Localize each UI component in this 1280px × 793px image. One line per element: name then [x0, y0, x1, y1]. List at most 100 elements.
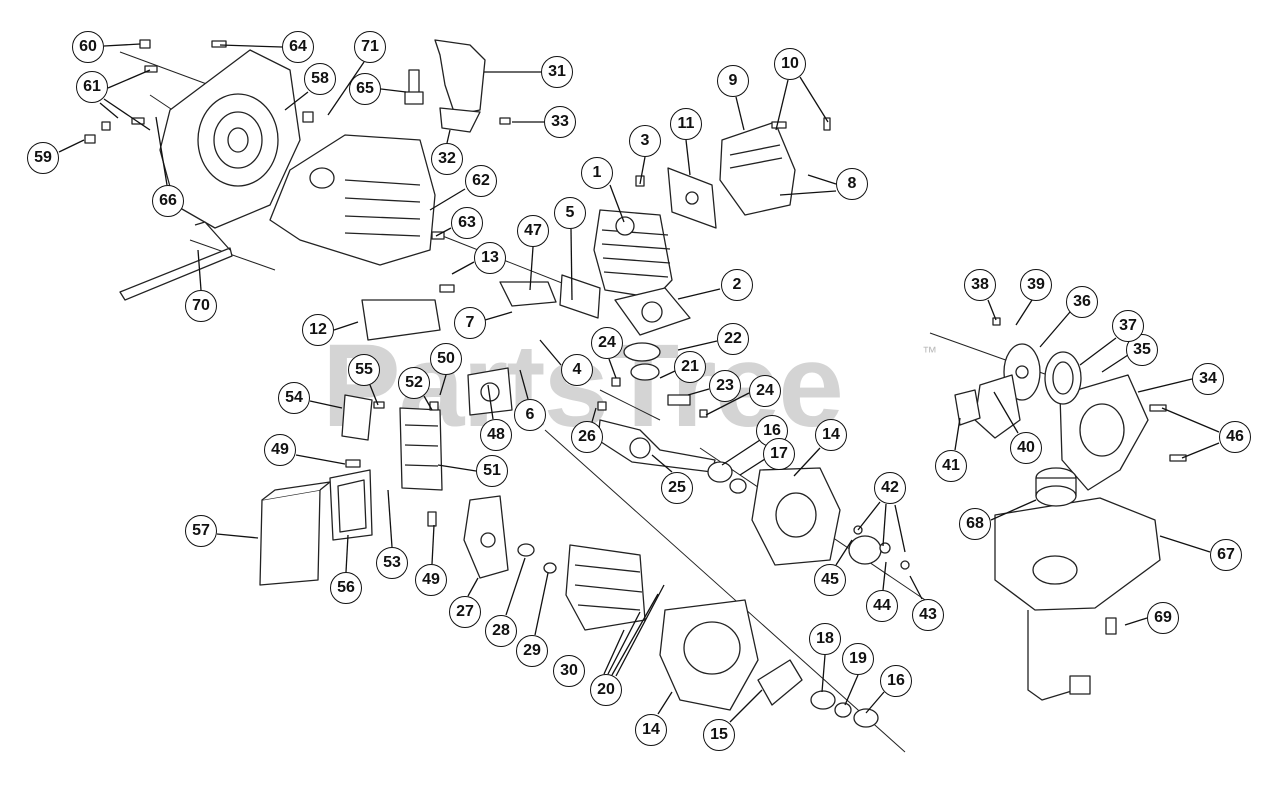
leader-line — [1161, 407, 1220, 433]
callout-c32: 32 — [431, 143, 463, 175]
leader-line — [954, 417, 961, 451]
leader-line — [1124, 617, 1148, 626]
retainer-clip — [757, 659, 803, 706]
leader-line — [216, 533, 259, 539]
callout-c51: 51 — [476, 455, 508, 487]
leader-line — [657, 691, 673, 715]
leader-line — [1101, 354, 1129, 373]
callout-c16b: 16 — [880, 665, 912, 697]
leader-line — [446, 129, 451, 144]
flywheel — [463, 495, 509, 579]
callout-c36: 36 — [1066, 286, 1098, 318]
muffler-gasket — [667, 167, 717, 229]
callout-c66: 66 — [152, 185, 184, 217]
callout-c27: 27 — [449, 596, 481, 628]
leader-line — [155, 116, 168, 186]
ignition-coil — [565, 544, 646, 631]
leader-line — [1181, 442, 1220, 459]
callout-c39: 39 — [1020, 269, 1052, 301]
leader-line — [58, 139, 85, 153]
callout-c57: 57 — [185, 515, 217, 547]
leader-line — [309, 400, 343, 409]
fan-washer — [517, 543, 557, 574]
leader-line — [439, 374, 447, 396]
leader-line — [284, 91, 309, 111]
leader-line — [431, 524, 435, 565]
leader-line — [882, 561, 887, 591]
leader-line — [735, 96, 745, 131]
callout-c3: 3 — [629, 125, 661, 157]
leader-line — [639, 156, 646, 185]
callout-c4: 4 — [561, 354, 593, 386]
callout-c5: 5 — [554, 197, 586, 229]
leader-line — [380, 88, 407, 93]
callout-c25: 25 — [661, 472, 693, 504]
leader-line — [505, 557, 526, 616]
callout-c10: 10 — [774, 48, 806, 80]
callout-c50: 50 — [430, 343, 462, 375]
leader-line — [894, 504, 906, 553]
callout-c49b: 49 — [415, 564, 447, 596]
piston-rings — [623, 342, 661, 381]
leader-line — [909, 575, 923, 600]
callout-c42: 42 — [874, 472, 906, 504]
leader-line — [519, 369, 529, 400]
leader-line — [705, 392, 750, 416]
main-bearings — [707, 461, 879, 728]
callout-c18: 18 — [809, 623, 841, 655]
callout-c37: 37 — [1112, 310, 1144, 342]
intake-manifold — [499, 281, 557, 307]
leader-line — [677, 288, 721, 300]
leader-line — [484, 311, 513, 321]
callout-c15: 15 — [703, 719, 735, 751]
leader-line — [435, 227, 452, 237]
leader-line — [1159, 535, 1211, 553]
clutch-seal-set — [848, 525, 910, 570]
air-filter — [329, 469, 373, 541]
fuel-cap — [1035, 467, 1077, 507]
callout-c30: 30 — [553, 655, 585, 687]
leader-line — [103, 98, 151, 131]
leader-line — [835, 539, 853, 566]
leader-line — [1079, 337, 1117, 366]
leader-line — [865, 691, 885, 714]
leader-line — [387, 489, 393, 548]
callout-c24a: 24 — [591, 327, 623, 359]
leader-line — [99, 102, 119, 119]
leader-line — [739, 458, 766, 476]
leader-line — [570, 228, 573, 301]
clutch-drum-housing — [1059, 374, 1149, 491]
callout-c23: 23 — [709, 370, 741, 402]
callout-c20: 20 — [590, 674, 622, 706]
callout-c38: 38 — [964, 269, 996, 301]
callout-c2: 2 — [721, 269, 753, 301]
clutch-cover — [974, 374, 1021, 439]
callout-c19: 19 — [842, 643, 874, 675]
callout-c48: 48 — [480, 419, 512, 451]
callout-c63: 63 — [451, 207, 483, 239]
callout-c59: 59 — [27, 142, 59, 174]
leader-line — [1137, 378, 1193, 393]
fuel-line — [1027, 610, 1091, 701]
leader-line — [615, 584, 665, 677]
leader-line — [611, 593, 659, 676]
starter-cup — [954, 389, 981, 426]
screws-left — [84, 39, 314, 144]
leader-line — [775, 79, 789, 131]
leader-line — [197, 249, 202, 291]
leader-line — [369, 384, 379, 406]
callout-c58: 58 — [304, 63, 336, 95]
cylinder — [593, 209, 673, 299]
callout-c55: 55 — [348, 354, 380, 386]
leader-line — [799, 76, 829, 123]
leader-line — [591, 407, 597, 423]
leader-line — [607, 611, 641, 675]
callout-c47: 47 — [517, 215, 549, 247]
leader-line — [103, 43, 141, 47]
leader-line — [793, 447, 821, 477]
carburetor — [399, 407, 443, 491]
trademark-symbol: ™ — [922, 344, 937, 361]
leader-line — [844, 674, 859, 706]
leader-line — [467, 577, 479, 597]
